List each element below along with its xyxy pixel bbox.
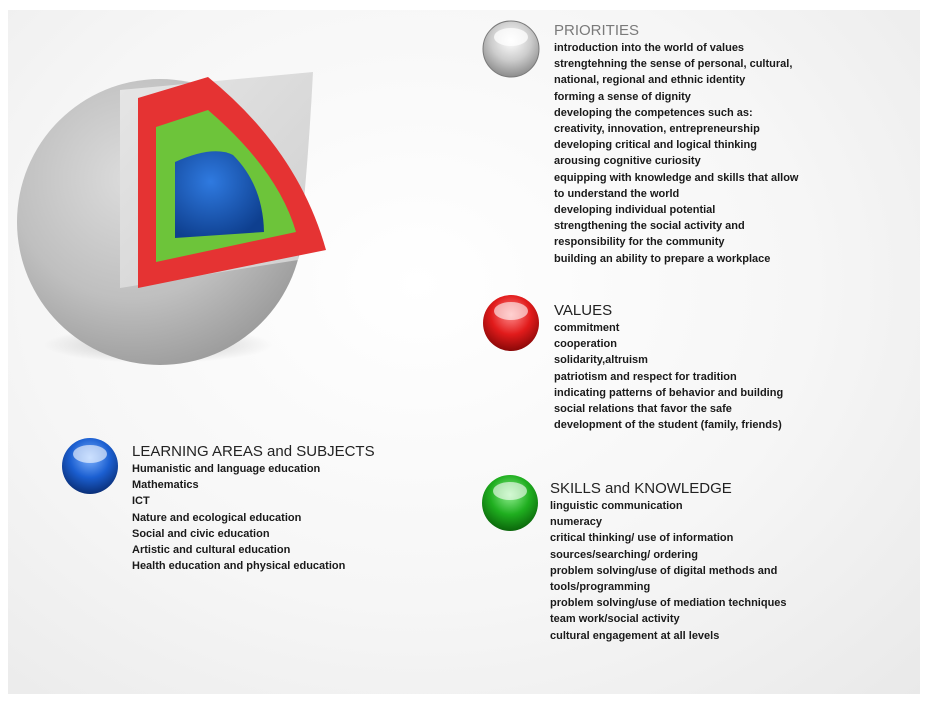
values-list: commitment cooperation solidarity,altrui… [554,320,783,433]
list-item: linguistic communication [550,500,683,512]
priorities-block: PRIORITIES introduction into the world o… [554,22,798,267]
skills-title: SKILLS and KNOWLEDGE [550,480,732,497]
skills-block: SKILLS and KNOWLEDGE linguistic communic… [550,480,787,644]
learning-block: LEARNING AREAS and SUBJECTS Humanistic a… [132,443,375,574]
list-item: cultural engagement at all levels [550,629,720,642]
priorities-list: introduction into the world of values st… [554,40,798,267]
list-item: developing the competences such as: [554,106,753,119]
learning-orb-icon [62,438,118,494]
list-item: Nature and ecological education [132,511,302,524]
values-orb-icon [483,295,539,351]
list-item: Artistic and cultural education [132,544,291,557]
list-item: Health education and physical education [132,560,346,573]
learning-list: Humanistic and language education Mathem… [132,461,375,574]
list-item: strengtehning the sense of personal, cul… [554,58,793,71]
list-item: solidarity,altruism [554,354,648,367]
list-item: numeracy [550,516,602,529]
values-block: VALUES commitment cooperation solidarity… [554,302,783,433]
slide-canvas: PRIORITIES introduction into the world o… [8,10,920,694]
list-item: problem solving/use of mediation techniq… [550,597,787,610]
priorities-title: PRIORITIES [554,22,640,39]
list-item: arousing cognitive curiosity [554,155,701,168]
list-item: Social and civic education [132,527,270,540]
list-item: to understand the world [554,187,680,200]
list-item: problem solving/use of digital methods a… [550,564,778,577]
values-title: VALUES [554,302,613,319]
list-item: social relations that favor the safe [554,403,732,416]
skills-orb-icon [482,475,538,531]
list-item: ICT [132,495,150,508]
list-item: building an ability to prepare a workpla… [554,252,771,265]
list-item: cooperation [554,338,617,351]
list-item: commitment [554,322,620,334]
list-item: sources/searching/ ordering [550,548,698,561]
blue-core-layer [175,151,264,238]
list-item: team work/social activity [550,613,680,626]
list-item: responsibility for the community [554,236,725,249]
list-item: strengthening the social activity and [554,220,745,233]
priorities-orb-icon [482,20,540,78]
list-item: introduction into the world of values [554,42,745,54]
list-item: patriotism and respect for tradition [554,370,737,383]
layered-sphere-diagram [17,20,540,531]
list-item: critical thinking/ use of information [550,532,734,545]
list-item: Mathematics [132,479,199,492]
list-item: Humanistic and language education [132,463,321,475]
list-item: national, regional and ethnic identity [554,74,746,87]
learning-title: LEARNING AREAS and SUBJECTS [132,443,375,460]
list-item: indicating patterns of behavior and buil… [554,386,784,399]
skills-list: linguistic communication numeracy critic… [550,498,787,644]
list-item: creativity, innovation, entrepreneurship [554,123,760,136]
list-item: developing individual potential [554,204,716,217]
list-item: developing critical and logical thinking [554,139,757,152]
list-item: tools/programming [550,581,651,594]
list-item: forming a sense of dignity [554,90,691,103]
list-item: development of the student (family, frie… [554,419,782,432]
list-item: equipping with knowledge and skills that… [554,171,799,184]
